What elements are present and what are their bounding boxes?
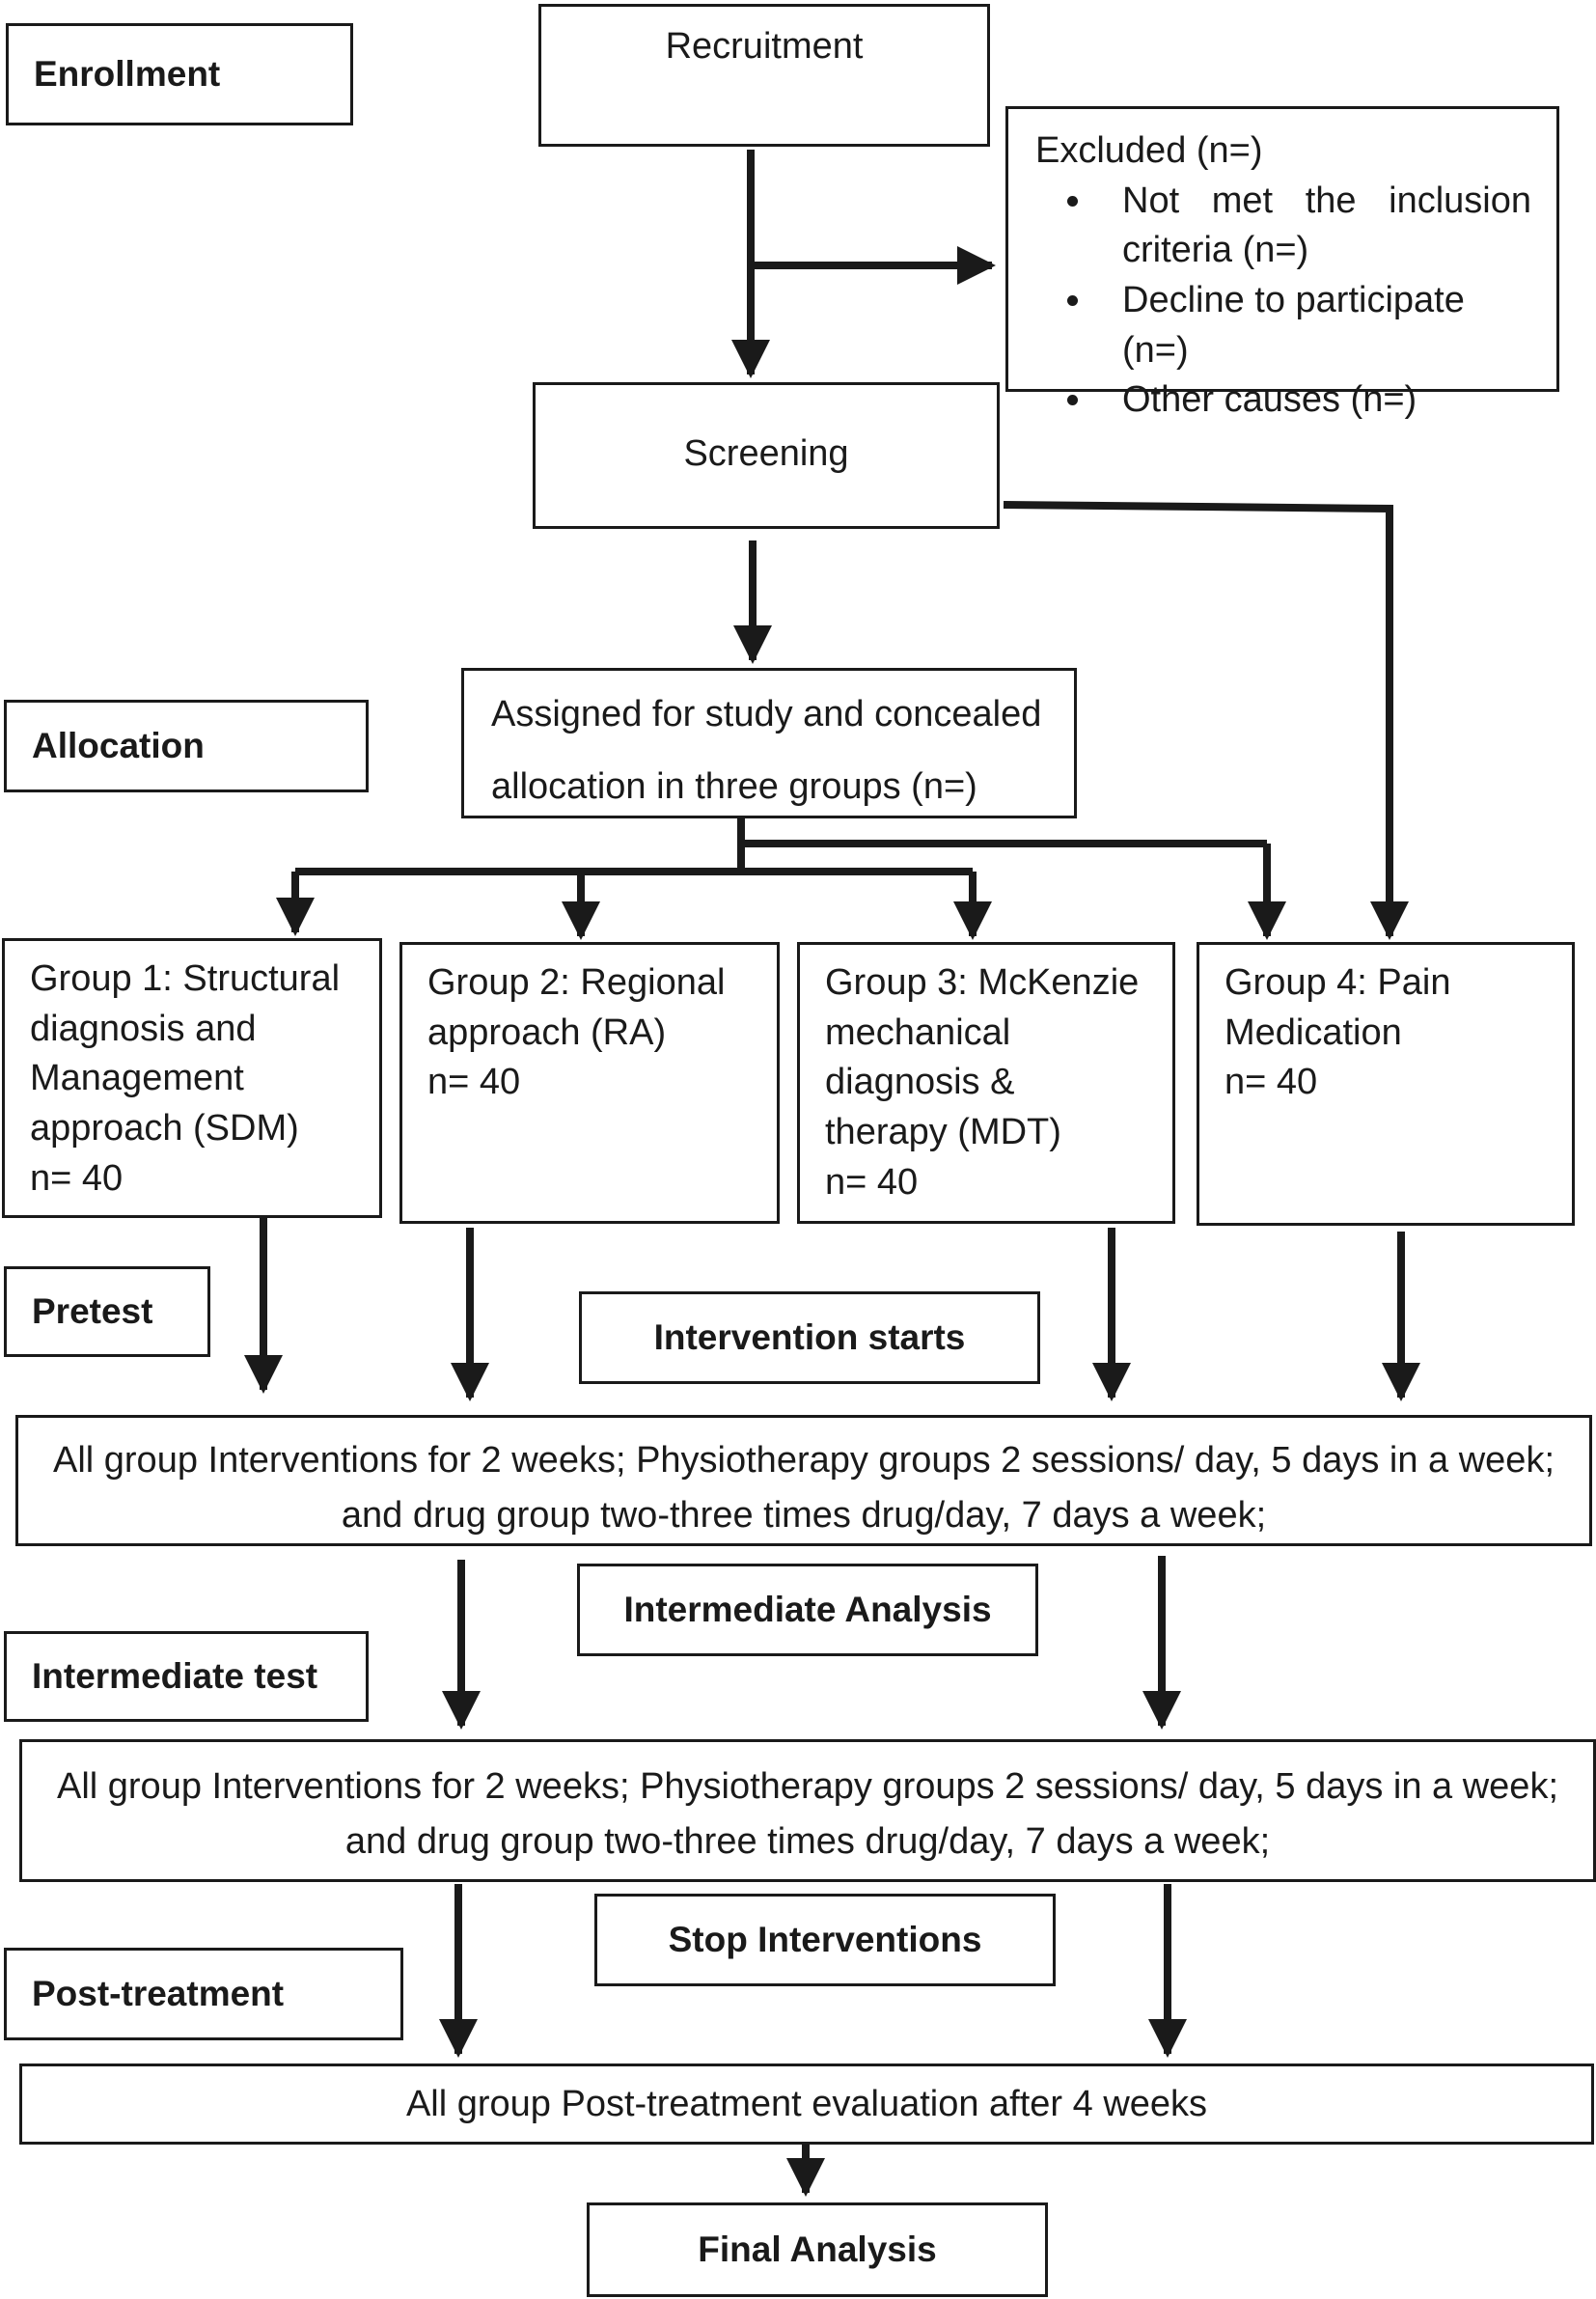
stage-post-treatment: Post-treatment — [4, 1948, 403, 2040]
intervention-block-2-line-1: All group Interventions for 2 weeks; Phy… — [56, 1766, 1558, 1807]
group-3-box: Group 3: McKenzie mechanical diagnosis &… — [797, 942, 1175, 1224]
excluded-box: Excluded (n=) Not met the inclusion crit… — [1005, 106, 1559, 420]
group-2-line: Group 2: Regional — [427, 962, 726, 1003]
group-1-line: Group 1: Structural — [30, 958, 341, 999]
assigned-box: Assigned for study and concealed allocat… — [461, 668, 1077, 818]
stage-intermediate-test: Intermediate test — [4, 1631, 369, 1722]
group-3-line: therapy (MDT) — [825, 1112, 1061, 1153]
intervention-block-2-line-2: and drug group two-three times drug/day,… — [344, 1821, 1271, 1862]
group-1-line: Management — [30, 1058, 244, 1099]
group-1-box: Group 1: Structural diagnosis and Manage… — [2, 938, 382, 1218]
stage-allocation: Allocation — [4, 700, 369, 792]
post-evaluation-box: All group Post-treatment evaluation afte… — [19, 2064, 1594, 2145]
excluded-item: Decline to participate (n=) — [1095, 276, 1531, 375]
intermediate-analysis-label: Intermediate Analysis — [577, 1564, 1038, 1656]
excluded-item: Not met the inclusion criteria (n=) — [1095, 177, 1531, 276]
intervention-starts-label: Intervention starts — [579, 1291, 1040, 1384]
group-3-line: Group 3: McKenzie — [825, 962, 1140, 1003]
assigned-line-1: Assigned for study and concealed — [491, 694, 1042, 734]
stop-interventions-label: Stop Interventions — [594, 1894, 1056, 1986]
group-1-n: n= 40 — [30, 1157, 124, 1199]
final-analysis-box: Final Analysis — [587, 2202, 1048, 2297]
intervention-block-2: All group Interventions for 2 weeks; Phy… — [19, 1739, 1596, 1882]
group-4-n: n= 40 — [1225, 1062, 1318, 1103]
excluded-item: Other causes (n=) — [1095, 375, 1531, 426]
excluded-title: Excluded (n=) — [1035, 130, 1263, 171]
group-4-box: Group 4: Pain Medication n= 40 — [1197, 942, 1575, 1226]
screening-box: Screening — [533, 382, 1000, 529]
intervention-block-1-line-1: All group Interventions for 2 weeks; Phy… — [52, 1440, 1555, 1481]
group-3-line: mechanical — [825, 1011, 1011, 1053]
group-1-line: diagnosis and — [30, 1008, 257, 1049]
group-3-line: diagnosis & — [825, 1062, 1015, 1103]
intervention-block-1-line-2: and drug group two-three times drug/day,… — [341, 1495, 1267, 1536]
group-3-n: n= 40 — [825, 1161, 919, 1203]
excluded-list: Not met the inclusion criteria (n=) Decl… — [1035, 177, 1531, 426]
stage-pretest: Pretest — [4, 1266, 210, 1357]
recruitment-label: Recruitment — [665, 26, 864, 67]
group-2-box: Group 2: Regional approach (RA) n= 40 — [399, 942, 780, 1224]
screening-label: Screening — [683, 433, 849, 474]
recruitment-box: Recruitment — [538, 4, 990, 147]
post-evaluation-label: All group Post-treatment evaluation afte… — [405, 2084, 1208, 2124]
group-1-line: approach (SDM) — [30, 1108, 299, 1150]
group-4-line: Group 4: Pain — [1225, 962, 1451, 1003]
assigned-line-2: allocation in three groups (n=) — [491, 766, 977, 808]
group-2-n: n= 40 — [427, 1062, 521, 1103]
group-4-line: Medication — [1225, 1011, 1402, 1053]
intervention-block-1: All group Interventions for 2 weeks; Phy… — [15, 1415, 1592, 1546]
stage-enrollment: Enrollment — [6, 23, 353, 125]
group-2-line: approach (RA) — [427, 1011, 667, 1053]
line-screening-to-group4 — [1003, 501, 1409, 940]
